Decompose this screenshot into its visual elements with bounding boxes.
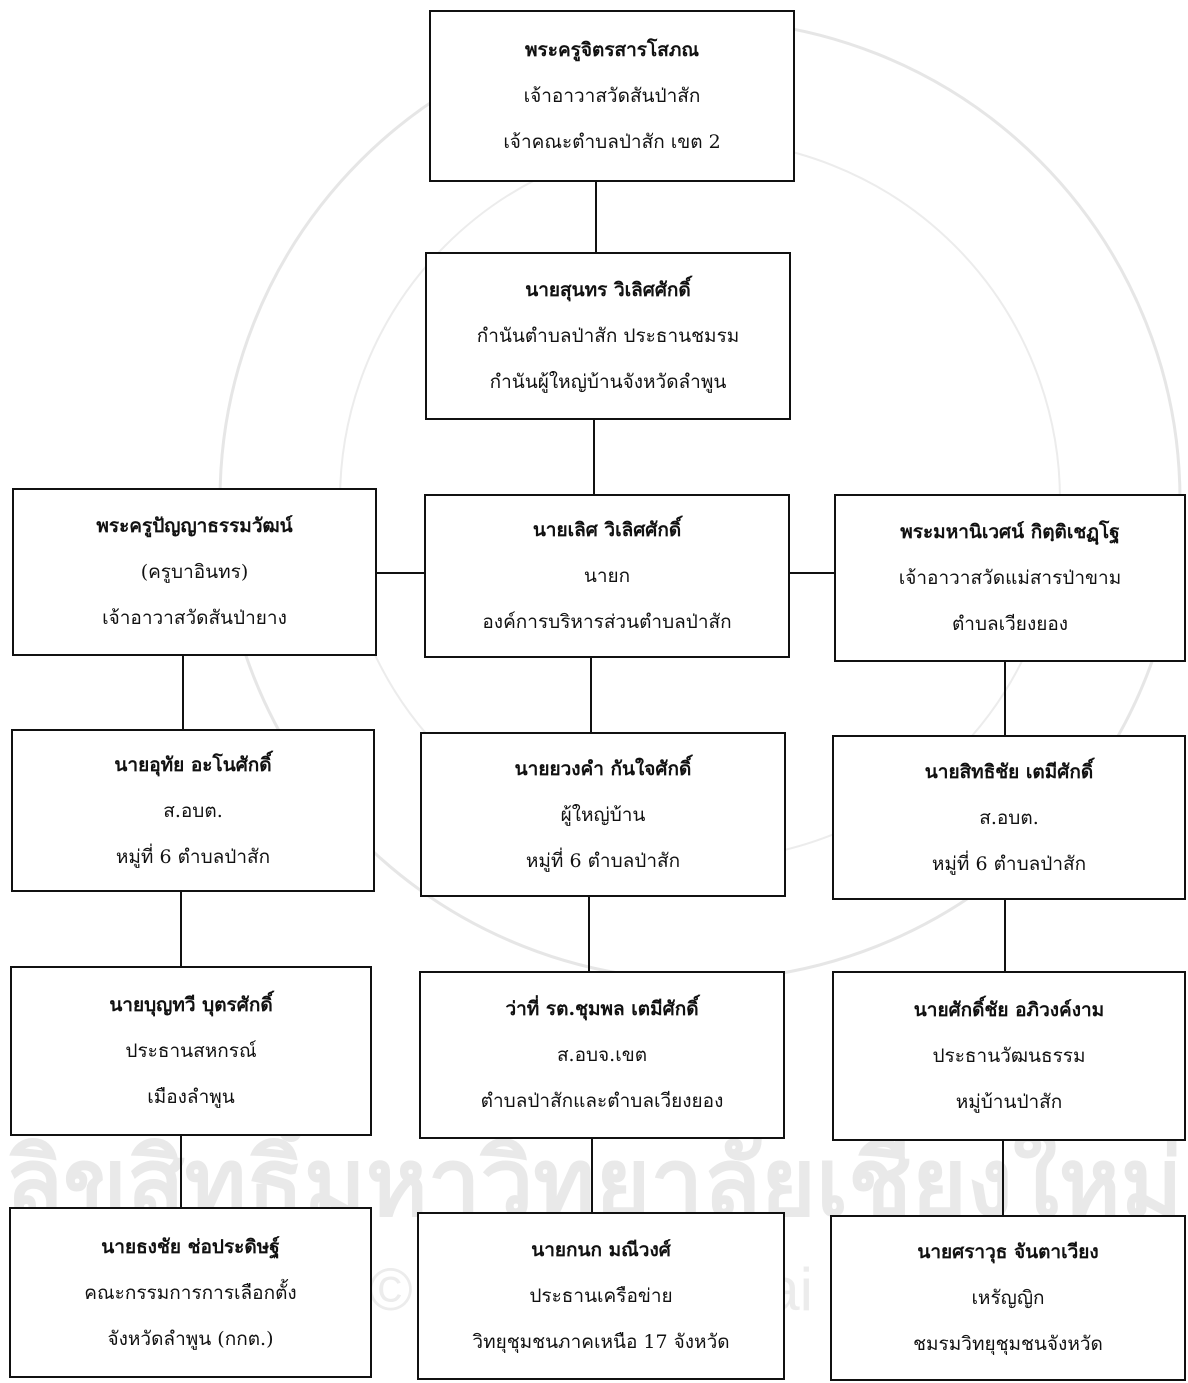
node-title: ประธานเครือข่าย	[529, 1285, 673, 1307]
node-title: เจ้าอาวาสวัดสันป่าสัก	[523, 85, 701, 107]
node-title: ส.อบจ.เขต	[556, 1044, 648, 1066]
node-title: หมู่ที่ 6 ตำบลป่าสัก	[115, 845, 271, 868]
node-title: คณะกรรมการการเลือกตั้ง	[84, 1281, 297, 1304]
node-title: หมู่บ้านป่าสัก	[955, 1091, 1063, 1113]
node-title: เหรัญญิก	[971, 1287, 1045, 1309]
node-name: นายบุญทวี บุตรศักดิ์	[109, 994, 273, 1016]
node-title: ผู้ใหญ่บ้าน	[560, 803, 646, 826]
node-title: องค์การบริหารส่วนตำบลป่าสัก	[482, 611, 732, 633]
node-title: เจ้าอาวาสวัดแม่สารป่าขาม	[898, 567, 1122, 589]
node-title: วิทยุชุมชนภาคเหนือ 17 จังหวัด	[472, 1331, 730, 1353]
node-title: เจ้าคณะตำบลป่าสัก เขต 2	[503, 131, 721, 153]
node-title: ชมรมวิทยุชุมชนจังหวัด	[913, 1333, 1103, 1355]
node-title: ตำบลเวียงยอง	[951, 613, 1069, 635]
node-village-headman: นายยวงคำ กันใจศักดิ์ ผู้ใหญ่บ้าน หมู่ที่…	[420, 732, 786, 897]
node-name: นายกนก มณีวงศ์	[531, 1239, 671, 1261]
node-title: หมู่ที่ 6 ตำบลป่าสัก	[931, 852, 1087, 875]
node-name: พระครูปัญญาธรรมวัฒน์	[96, 515, 293, 537]
node-title: กำนันผู้ใหญ่บ้านจังหวัดลำพูน	[489, 371, 727, 393]
node-title: เมืองลำพูน	[147, 1086, 235, 1108]
node-coop-chair: นายบุญทวี บุตรศักดิ์ ประธานสหกรณ์ เมืองล…	[10, 966, 372, 1136]
node-culture-chair: นายศักดิ์ชัย อภิวงค์งาม ประธานวัฒนธรรม ห…	[832, 971, 1186, 1141]
node-radio-network-chair: นายกนก มณีวงศ์ ประธานเครือข่าย วิทยุชุมช…	[417, 1212, 785, 1380]
node-abbot-san-pa-sak: พระครูจิตรสารโสภณ เจ้าอาวาสวัดสันป่าสัก …	[429, 10, 795, 182]
node-abbot-san-pa-yang: พระครูปัญญาธรรมวัฒน์ (ครูบาอินทร) เจ้าอา…	[12, 488, 377, 656]
node-name: นายสุนทร วิเลิศศักดิ์	[525, 279, 691, 301]
node-name: ว่าที่ รต.ชุมพล เตมีศักดิ์	[505, 998, 699, 1020]
node-title: เจ้าอาวาสวัดสันป่ายาง	[102, 607, 287, 629]
node-election-commission: นายธงชัย ช่อประดิษฐ์ คณะกรรมการการเลือกต…	[9, 1207, 372, 1378]
node-title: กำนันตำบลป่าสัก ประธานชมรม	[476, 325, 740, 347]
node-title: นายก	[583, 565, 631, 587]
node-name: นายอุทัย อะโนศักดิ์	[114, 753, 272, 776]
node-title: ตำบลป่าสักและตำบลเวียงยอง	[480, 1090, 724, 1112]
node-title: ส.อบต.	[979, 806, 1039, 829]
node-sao-member-left: นายอุทัย อะโนศักดิ์ ส.อบต. หมู่ที่ 6 ตำบ…	[11, 729, 375, 892]
node-name: พระครูจิตรสารโสภณ	[525, 39, 699, 61]
node-name: นายศราวุธ จันตาเวียง	[917, 1241, 1099, 1263]
node-abbot-mae-san: พระมหานิเวศน์ กิตฺติเชฏฺโฐ เจ้าอาวาสวัดแ…	[834, 494, 1186, 662]
node-radio-club-treasurer: นายศราวุธ จันตาเวียง เหรัญญิก ชมรมวิทยุช…	[830, 1215, 1186, 1381]
node-sao-member-right: นายสิทธิชัย เตมีศักดิ์ ส.อบต. หมู่ที่ 6 …	[832, 735, 1186, 900]
node-name: นายศักดิ์ชัย อภิวงค์งาม	[913, 999, 1105, 1021]
node-title: ประธานวัฒนธรรม	[932, 1045, 1086, 1067]
node-kamnan: นายสุนทร วิเลิศศักดิ์ กำนันตำบลป่าสัก ปร…	[425, 252, 791, 420]
node-title: ประธานสหกรณ์	[125, 1040, 257, 1062]
node-pao-member: ว่าที่ รต.ชุมพล เตมีศักดิ์ ส.อบจ.เขต ตำบ…	[419, 971, 785, 1139]
node-name: นายยวงคำ กันใจศักดิ์	[514, 757, 692, 780]
node-title: ส.อบต.	[163, 799, 223, 822]
node-title: (ครูบาอินทร)	[140, 561, 249, 583]
node-name: นายเลิศ วิเลิศศักดิ์	[532, 519, 682, 541]
node-title: จังหวัดลำพูน (กกต.)	[107, 1327, 274, 1350]
node-title: หมู่ที่ 6 ตำบลป่าสัก	[525, 849, 681, 872]
node-name: พระมหานิเวศน์ กิตฺติเชฏฺโฐ	[900, 521, 1120, 543]
node-sao-president: นายเลิศ วิเลิศศักดิ์ นายก องค์การบริหารส…	[424, 494, 790, 658]
node-name: นายธงชัย ช่อประดิษฐ์	[101, 1235, 280, 1258]
node-name: นายสิทธิชัย เตมีศักดิ์	[924, 760, 1094, 783]
